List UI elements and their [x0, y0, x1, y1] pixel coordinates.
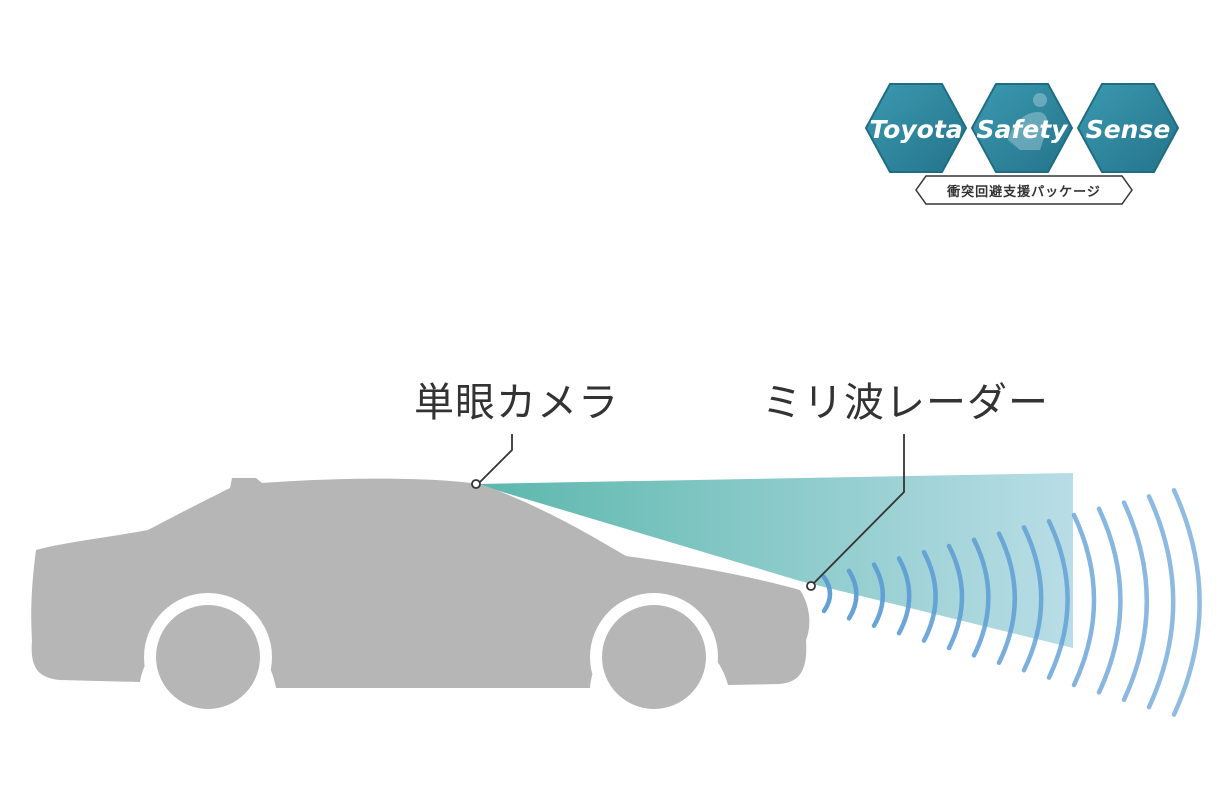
radar-wave-arc — [846, 568, 859, 621]
radar-wave-arc — [946, 543, 965, 651]
radar-wave-arc — [921, 549, 938, 643]
radar-wave-arc — [971, 537, 991, 658]
logo-hexagon-2 — [970, 83, 1074, 173]
driver-figure-icon — [1008, 93, 1048, 150]
radar-wave-arc — [1096, 506, 1123, 695]
logo-tagline-banner — [915, 175, 1133, 205]
toyota-safety-sense-logo: Toyota Safety Sense 衝突回避支援パッケージ — [864, 83, 1180, 205]
radar-wave-arc — [1071, 512, 1097, 688]
logo-tagline: 衝突回避支援パッケージ — [946, 184, 1101, 200]
radar-leader — [806, 434, 905, 591]
radar-wave-arc — [821, 574, 833, 614]
radar-point-marker — [806, 581, 816, 591]
radar-wave-arc — [871, 562, 885, 629]
radar-wave-arc — [1121, 500, 1149, 703]
logo-hexagon-3 — [1076, 83, 1180, 173]
camera-point-marker — [471, 479, 481, 489]
logo-hexagon-1 — [864, 83, 968, 173]
radar-wave-arc — [1021, 525, 1044, 673]
camera-leader — [471, 434, 513, 489]
camera-label: 単眼カメラ — [414, 380, 619, 426]
front-wheel — [602, 605, 706, 709]
logo-word-sense: Sense — [1086, 115, 1171, 144]
camera-detection-beam — [476, 473, 1073, 648]
radar-wave-arc — [1046, 518, 1070, 680]
radar-wave-arc — [996, 531, 1018, 666]
camera-leader-line — [477, 434, 513, 485]
radar-label: ミリ波レーダー — [762, 380, 1049, 426]
logo-word-safety: Safety — [977, 115, 1070, 144]
rear-wheel — [156, 605, 260, 709]
radar-leader-line — [812, 434, 905, 585]
logo-word-toyota: Toyota — [869, 115, 962, 144]
radar-wave-arc — [1171, 487, 1202, 717]
radar-wave-arc — [896, 556, 912, 636]
car-silhouette — [31, 478, 810, 721]
radar-wave-arc — [1146, 494, 1176, 710]
radar-waves — [821, 487, 1202, 717]
